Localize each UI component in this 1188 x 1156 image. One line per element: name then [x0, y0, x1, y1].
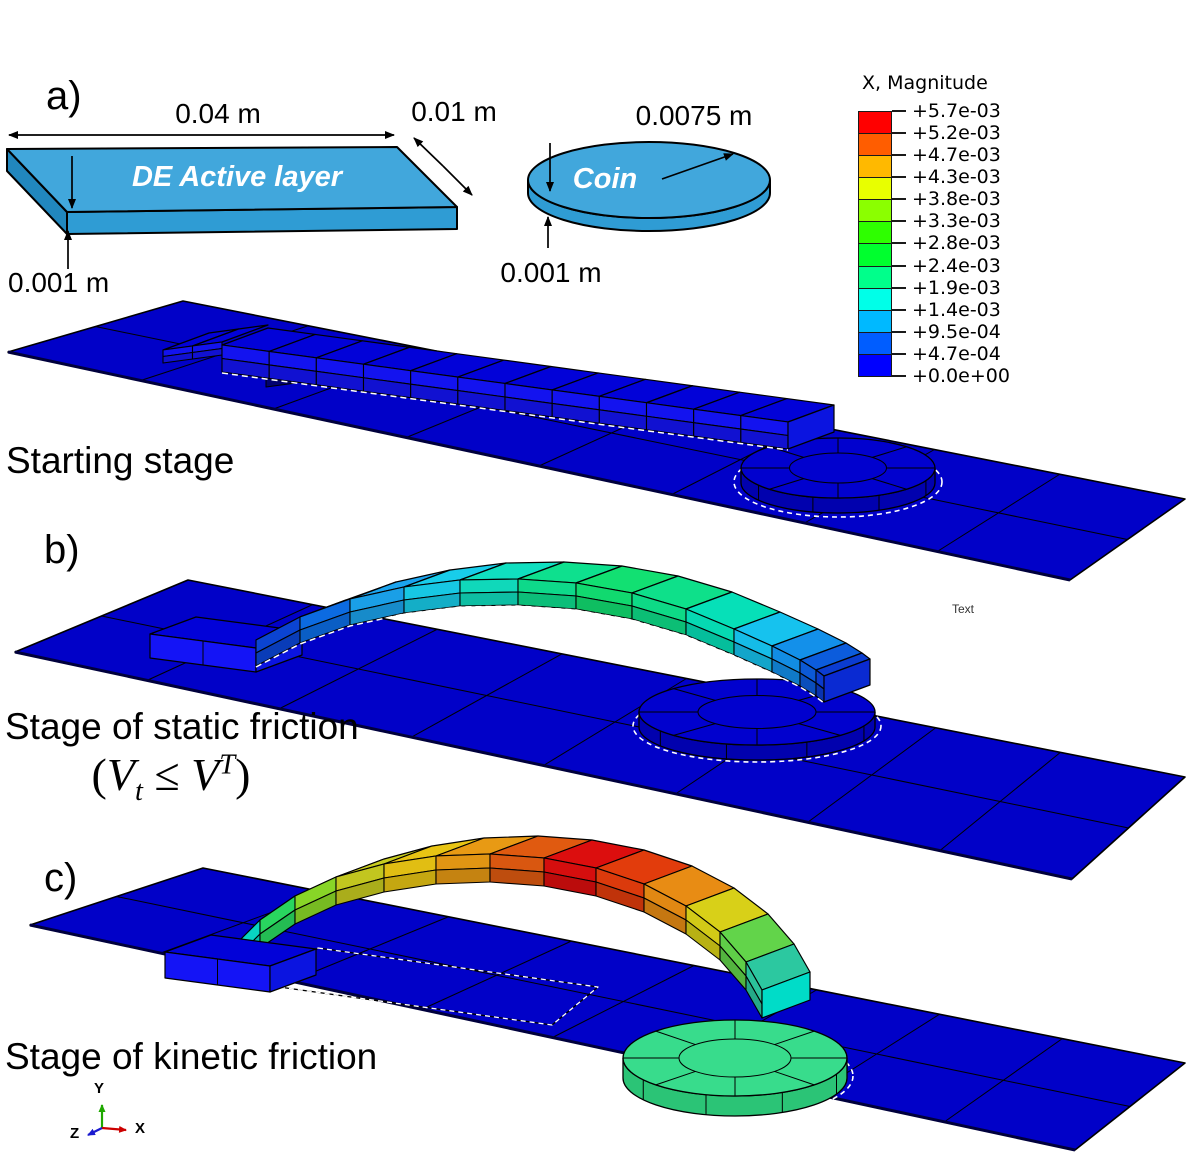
anchor-block-c: [164, 934, 317, 993]
legend-tick: [892, 176, 906, 179]
legend-tick-label: +2.8e-03: [912, 232, 1001, 255]
legend-tick: [892, 242, 906, 245]
legend-band: [858, 133, 892, 157]
cond-sub: t: [134, 776, 143, 808]
de-layer-arch-low: [255, 561, 871, 703]
legend-tick-label: +1.9e-03: [912, 276, 1001, 299]
hidden-edge-dash: [255, 605, 825, 704]
coin-mesh-a: [740, 437, 936, 514]
legend-tick-label: +4.7e-04: [912, 342, 1001, 365]
legend-band: [858, 331, 892, 355]
schematic-panel: [6, 131, 771, 269]
cond-relation: ≤: [142, 749, 192, 800]
legend-band: [858, 243, 892, 267]
static-friction-condition: (Vt ≤ VT): [41, 748, 301, 808]
panel-b-label: b): [44, 528, 80, 572]
legend-band: [858, 221, 892, 245]
width-dim-label: 0.01 m: [411, 96, 497, 127]
legend-tick-label: +2.4e-03: [912, 254, 1001, 277]
legend-tick-label: +5.2e-03: [912, 122, 1001, 145]
caption-starting-stage: Starting stage: [6, 440, 235, 481]
legend-band: [858, 111, 892, 135]
contour-legend: X, Magnitude +5.7e-03+5.2e-03+4.7e-03+4.…: [856, 60, 1188, 400]
coin-thickness-dim-label: 0.001 m: [500, 257, 602, 288]
legend-band: [858, 287, 892, 311]
legend-tick-label: +4.3e-03: [912, 166, 1001, 189]
coin-mesh-c: [622, 1019, 848, 1117]
legend-tick: [892, 308, 906, 311]
legend-tick: [892, 198, 906, 201]
legend-band: [858, 309, 892, 333]
legend-title: X, Magnitude: [862, 72, 988, 94]
coin-label: Coin: [572, 163, 638, 195]
fem-scene-kinetic-friction: [29, 835, 1186, 1152]
caption-static-friction: Stage of static friction: [5, 706, 359, 747]
x-axis-arrow: [101, 1125, 127, 1133]
legend-tick-label: +5.7e-03: [912, 100, 1001, 122]
y-axis-label: Y: [94, 1080, 105, 1097]
legend-tick: [892, 132, 906, 135]
fem-scene-static-friction: [14, 561, 1186, 881]
hidden-edge-dash: [221, 372, 789, 451]
fem-scenes: [7, 300, 1186, 1152]
layer-thickness-dim-label: 0.001 m: [8, 267, 110, 298]
coin-top-face: [527, 141, 771, 219]
legend-tick: [892, 352, 906, 355]
legend-tick-label: +1.4e-03: [912, 298, 1001, 321]
legend-tick-label: +3.8e-03: [912, 188, 1001, 211]
de-layer-label: DE Active layer: [131, 161, 343, 193]
axis-triad: [87, 1104, 127, 1136]
stray-text-annotation: Text: [952, 602, 975, 616]
legend-tick: [892, 110, 906, 112]
z-axis-arrow: [87, 1127, 103, 1136]
z-axis-label: Z: [70, 1125, 80, 1142]
coin-hidden-outline: [733, 446, 943, 518]
panel-a-label: a): [46, 74, 82, 118]
legend-band: [858, 353, 892, 377]
legend-band: [858, 155, 892, 179]
length-dim-label: 0.04 m: [175, 98, 261, 129]
legend-tick: [892, 264, 906, 267]
de-layer-arch-high: [231, 835, 811, 1019]
legend-tick-label: +3.3e-03: [912, 210, 1001, 233]
caption-kinetic-friction: Stage of kinetic friction: [5, 1036, 378, 1077]
de-layer-flat: [221, 327, 835, 450]
fem-scene-starting: [7, 300, 1186, 582]
legend-band: [858, 265, 892, 289]
legend-tick: [892, 286, 906, 289]
legend-tick: [892, 374, 906, 377]
cond-close: ): [235, 749, 251, 800]
cond-v1: V: [106, 749, 135, 800]
dimension-arrows: [8, 131, 734, 269]
cond-sup: T: [219, 749, 236, 781]
legend-tick: [892, 220, 906, 223]
legend-band: [858, 177, 892, 201]
cond-open: (: [91, 749, 107, 800]
legend-band: [858, 199, 892, 223]
radius-dim-label: 0.0075 m: [635, 100, 753, 131]
legend-tick-label: +9.5e-04: [912, 320, 1001, 343]
cond-v2: V: [191, 749, 220, 800]
legend-tick: [892, 154, 906, 157]
panel-c-label: c): [44, 856, 78, 900]
legend-tick-label: +4.7e-03: [912, 144, 1001, 167]
x-axis-label: X: [135, 1120, 146, 1137]
ground-plate: [29, 867, 1186, 1152]
legend-tick-label: +0.0e+00: [912, 364, 1010, 387]
de-layer-top-face: [6, 146, 458, 213]
legend-tick: [892, 330, 906, 333]
